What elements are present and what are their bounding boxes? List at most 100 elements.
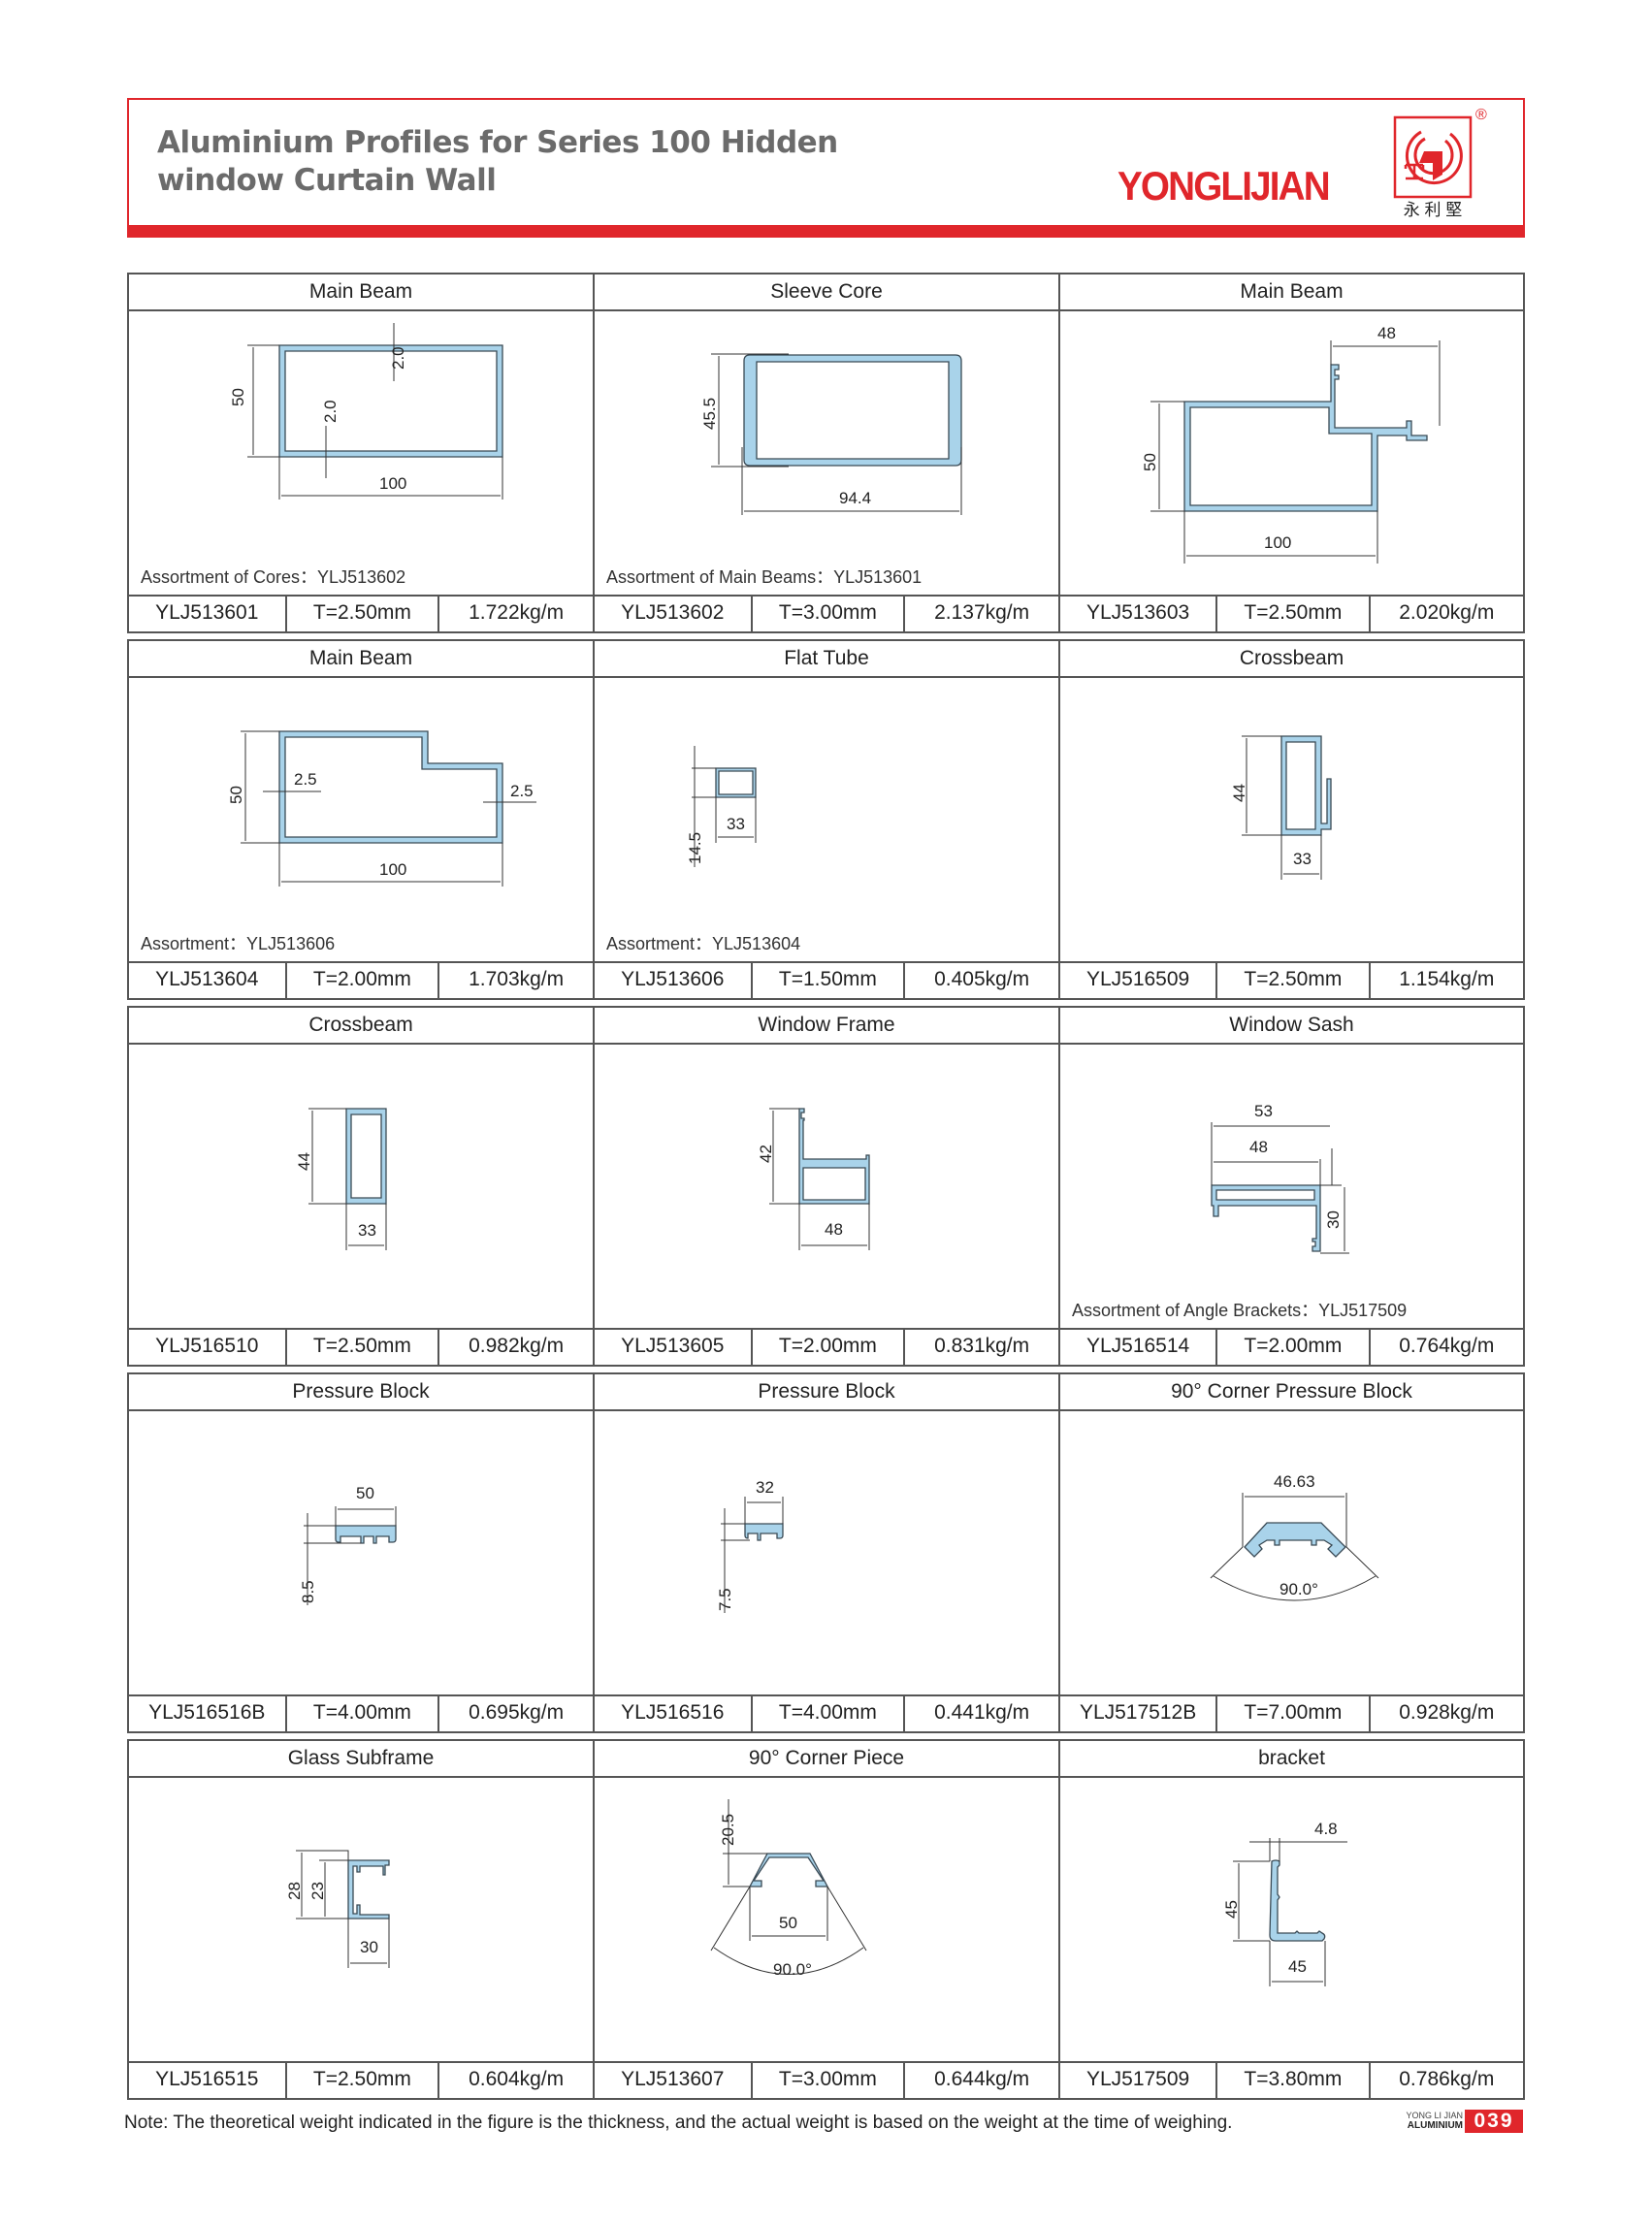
svg-text:23: 23 xyxy=(308,1882,327,1900)
crossbeam-hook-diagram: 44 33 xyxy=(1230,735,1332,880)
svg-text:30: 30 xyxy=(360,1938,378,1956)
svg-text:2.0: 2.0 xyxy=(321,400,340,423)
profile-card: Pressure Block 8.5 50 YLJ516516B T=4.00m… xyxy=(129,1374,595,1731)
profile-title: Window Sash xyxy=(1060,1008,1523,1045)
profile-weight: 1.154kg/m xyxy=(1399,968,1495,990)
svg-text:45: 45 xyxy=(1222,1900,1241,1919)
corner-piece-diagram: 20.5 50 90.0° xyxy=(710,1799,867,1979)
profile-title: Flat Tube xyxy=(595,641,1058,678)
window-frame-diagram: 42 48 xyxy=(757,1108,870,1250)
profile-drawing: 14.5 33 Assortment：YLJ513604 xyxy=(595,678,1058,961)
assortment-note: Assortment of Cores：YLJ513602 xyxy=(141,567,406,587)
svg-text:48: 48 xyxy=(825,1220,843,1239)
profile-weight: 0.764kg/m xyxy=(1399,1335,1495,1357)
svg-text:30: 30 xyxy=(1324,1210,1343,1229)
profile-title: Pressure Block xyxy=(595,1374,1058,1411)
footer-brand: YONG LI JIAN ALUMINIUM xyxy=(1395,2111,1463,2131)
header-frame xyxy=(127,98,1525,238)
flat-tube-diagram: 14.5 33 xyxy=(686,746,757,867)
svg-text:100: 100 xyxy=(1264,533,1291,552)
svg-text:32: 32 xyxy=(756,1478,774,1497)
svg-text:33: 33 xyxy=(1293,850,1312,868)
page-title-line2: window Curtain Wall xyxy=(157,163,497,198)
profile-code: YLJ517509 xyxy=(1060,2063,1218,2098)
brand-name: YONGLIJIAN xyxy=(1118,163,1331,209)
svg-text:48: 48 xyxy=(1249,1138,1268,1156)
profile-weight: 0.831kg/m xyxy=(934,1335,1030,1357)
svg-text:100: 100 xyxy=(379,860,406,879)
svg-text:100: 100 xyxy=(379,474,406,493)
profile-weight: 0.695kg/m xyxy=(469,1701,565,1724)
svg-text:42: 42 xyxy=(757,1145,775,1163)
spec-row: YLJ513606 T=1.50mm 0.405kg/m xyxy=(595,961,1058,998)
assortment-note: Assortment：YLJ513604 xyxy=(606,934,801,953)
svg-text:45.5: 45.5 xyxy=(700,398,719,430)
assortment-note: Assortment of Main Beams：YLJ513601 xyxy=(606,567,923,587)
profile-drawing: 44 33 xyxy=(1060,678,1523,961)
spec-row: YLJ513601 T=2.50mm 1.722kg/m xyxy=(129,595,593,631)
profile-card: 90° Corner Piece 20.5 50 90.0° YLJ513607… xyxy=(595,1741,1060,2098)
spec-row: YLJ513603 T=2.50mm 2.020kg/m xyxy=(1060,595,1523,631)
page-title-line1: Aluminium Profiles for Series 100 Hidden xyxy=(157,125,838,160)
svg-text:53: 53 xyxy=(1254,1102,1273,1120)
profile-code: YLJ513603 xyxy=(1060,597,1218,631)
main-beam-l-diagram: 50 2.5 2.5 100 xyxy=(227,730,536,887)
profile-weight: 2.137kg/m xyxy=(934,601,1030,624)
profile-drawing: 50 100 48 xyxy=(1060,311,1523,595)
spec-row: YLJ513602 T=3.00mm 2.137kg/m xyxy=(595,595,1058,631)
profile-code: YLJ513602 xyxy=(595,597,753,631)
angle-bracket-diagram: 45 4.8 45 xyxy=(1222,1820,1347,1986)
profile-thickness: T=2.50mm xyxy=(287,1330,440,1365)
svg-text:8.5: 8.5 xyxy=(299,1580,317,1603)
profile-card: Crossbeam 44 33 YLJ516509 T=2.50mm 1.154… xyxy=(1060,641,1523,998)
pressure-block-diagram: 8.5 50 xyxy=(299,1484,397,1605)
profile-drawing: 50 2.5 2.5 100 Assortment：YLJ513606 xyxy=(129,678,593,961)
svg-text:50: 50 xyxy=(356,1484,374,1502)
profile-title: Crossbeam xyxy=(1060,641,1523,678)
profile-thickness: T=2.50mm xyxy=(287,597,440,631)
profile-drawing: 50 100 2.0 2.0 Assortment of Cores：YLJ51… xyxy=(129,311,593,595)
profile-weight: 0.928kg/m xyxy=(1399,1701,1495,1724)
profile-row-2: Main Beam 50 2.5 2.5 100 Assortment：YLJ5… xyxy=(127,639,1525,1000)
svg-text:44: 44 xyxy=(295,1152,313,1171)
profile-thickness: T=4.00mm xyxy=(287,1696,440,1731)
profile-thickness: T=2.50mm xyxy=(1217,963,1371,998)
profile-thickness: T=1.50mm xyxy=(753,963,906,998)
profile-card: Crossbeam 44 33 YLJ516510 T=2.50mm 0.982… xyxy=(129,1008,595,1365)
profile-weight: 1.722kg/m xyxy=(469,601,565,624)
profile-drawing: 42 48 xyxy=(595,1045,1058,1328)
profile-card: Window Frame 42 48 YLJ513605 T=2.00mm 0.… xyxy=(595,1008,1060,1365)
profile-thickness: T=2.50mm xyxy=(1217,597,1371,631)
profile-thickness: T=2.00mm xyxy=(753,1330,906,1365)
svg-text:33: 33 xyxy=(358,1221,376,1240)
profile-title: Main Beam xyxy=(1060,274,1523,311)
profile-code: YLJ516514 xyxy=(1060,1330,1218,1365)
footer-brand-line1: YONG LI JIAN xyxy=(1406,2111,1463,2120)
footer-brand-line2: ALUMINIUM xyxy=(1407,2120,1463,2131)
profile-drawing: 20.5 50 90.0° xyxy=(595,1778,1058,2061)
profile-drawing: 8.5 50 xyxy=(129,1411,593,1694)
profile-weight: 0.441kg/m xyxy=(934,1701,1030,1724)
spec-row: YLJ516516B T=4.00mm 0.695kg/m xyxy=(129,1694,593,1731)
profile-card: Flat Tube 14.5 33 Assortment：YLJ513604 Y… xyxy=(595,641,1060,998)
svg-text:90.0°: 90.0° xyxy=(1279,1580,1318,1598)
profile-title: 90° Corner Piece xyxy=(595,1741,1058,1778)
profile-card: Main Beam 50 100 48 YLJ513603 T=2.50mm 2… xyxy=(1060,274,1523,631)
svg-text:33: 33 xyxy=(727,815,745,833)
spec-row: YLJ513605 T=2.00mm 0.831kg/m xyxy=(595,1328,1058,1365)
profile-weight: 1.703kg/m xyxy=(469,968,565,990)
svg-text:28: 28 xyxy=(285,1882,304,1900)
main-beam-stepped-diagram: 50 100 48 xyxy=(1141,324,1441,564)
svg-text:90.0°: 90.0° xyxy=(773,1960,812,1979)
profile-drawing: 28 23 30 xyxy=(129,1778,593,2061)
profile-thickness: T=7.00mm xyxy=(1217,1696,1371,1731)
spec-row: YLJ516514 T=2.00mm 0.764kg/m xyxy=(1060,1328,1523,1365)
svg-text:50: 50 xyxy=(227,786,245,804)
page-number: 039 xyxy=(1465,2110,1523,2133)
profile-weight: 0.644kg/m xyxy=(934,2068,1030,2090)
main-beam-diagram: 50 100 2.0 2.0 xyxy=(229,323,503,500)
glass-subframe-diagram: 28 23 30 xyxy=(285,1850,390,1968)
profile-drawing: 46.63 90.0° xyxy=(1060,1411,1523,1694)
svg-text:2.5: 2.5 xyxy=(294,770,317,789)
profile-card: 90° Corner Pressure Block 46.63 90.0° YL… xyxy=(1060,1374,1523,1731)
